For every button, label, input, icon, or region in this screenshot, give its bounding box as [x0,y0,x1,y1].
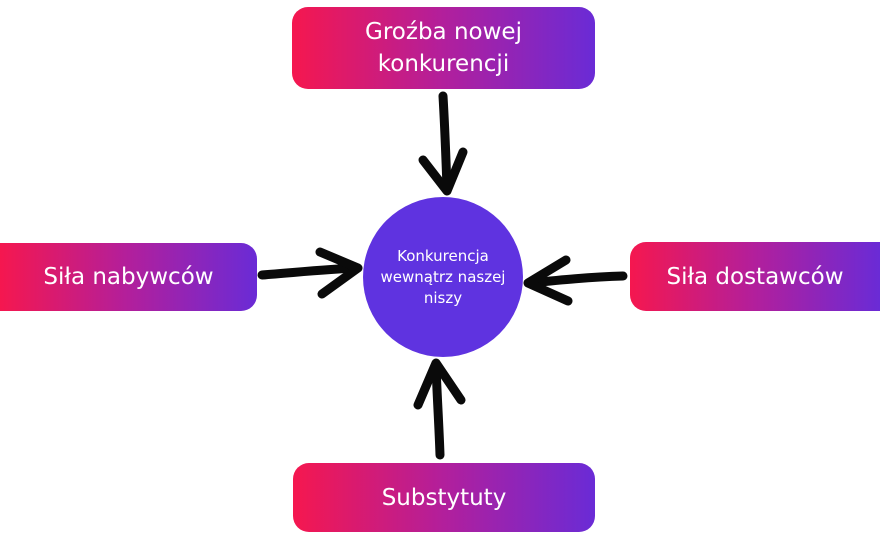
node-buyer-power-label: Siła nabywców [43,264,214,290]
arrow-right-to-center [525,271,628,288]
arrow-bottom-head [413,358,466,410]
center-hub-label: Konkurencja wewnątrz naszej niszy [380,246,506,307]
arrow-bottom-to-center [431,361,445,460]
node-new-competition-threat-label: Groźba nowej konkurencji [365,19,522,77]
arrow-left-head [315,247,363,299]
arrow-right-head [523,255,573,306]
arrow-top-head [418,147,468,196]
node-substitutes-label: Substytuty [381,484,507,511]
center-hub: Konkurencja wewnątrz naszej niszy [363,197,523,357]
node-new-competition-threat: Groźba nowej konkurencji [292,7,595,89]
node-supplier-power-label: Siła dostawców [666,263,844,290]
node-supplier-power: Siła dostawców [630,242,880,311]
arrow-top-to-center [438,91,452,193]
node-buyer-power: Siła nabywców [0,243,257,311]
node-substitutes: Substytuty [293,463,595,532]
arrow-left-to-center [257,263,361,280]
